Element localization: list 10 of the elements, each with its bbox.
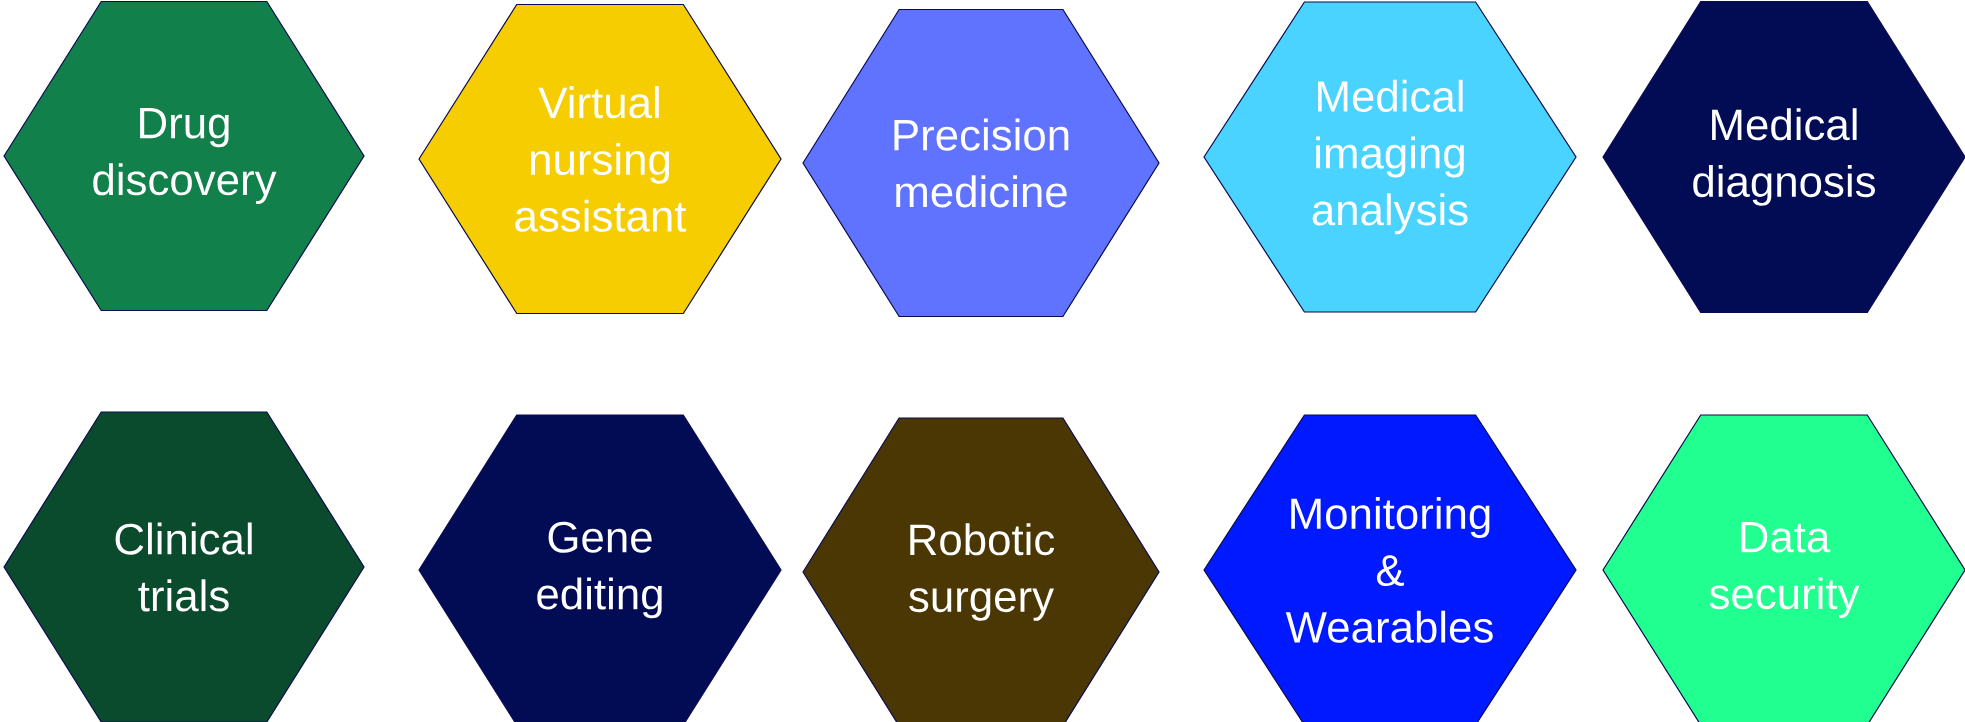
- hexagon: Precision medicine: [802, 8, 1160, 318]
- hexagon: Medical imaging analysis: [1203, 1, 1577, 313]
- hexagon: Data security: [1602, 414, 1965, 722]
- hexagon: Virtual nursing assistant: [418, 3, 782, 315]
- hexagon: Clinical trials: [3, 411, 365, 722]
- hexagon: Robotic surgery: [802, 417, 1160, 722]
- hexagon: Monitoring & Wearables: [1203, 414, 1577, 722]
- hexagon: Gene editing: [418, 414, 782, 722]
- hexagon: Medical diagnosis: [1602, 0, 1965, 314]
- hexagon: Drug discovery: [3, 0, 365, 312]
